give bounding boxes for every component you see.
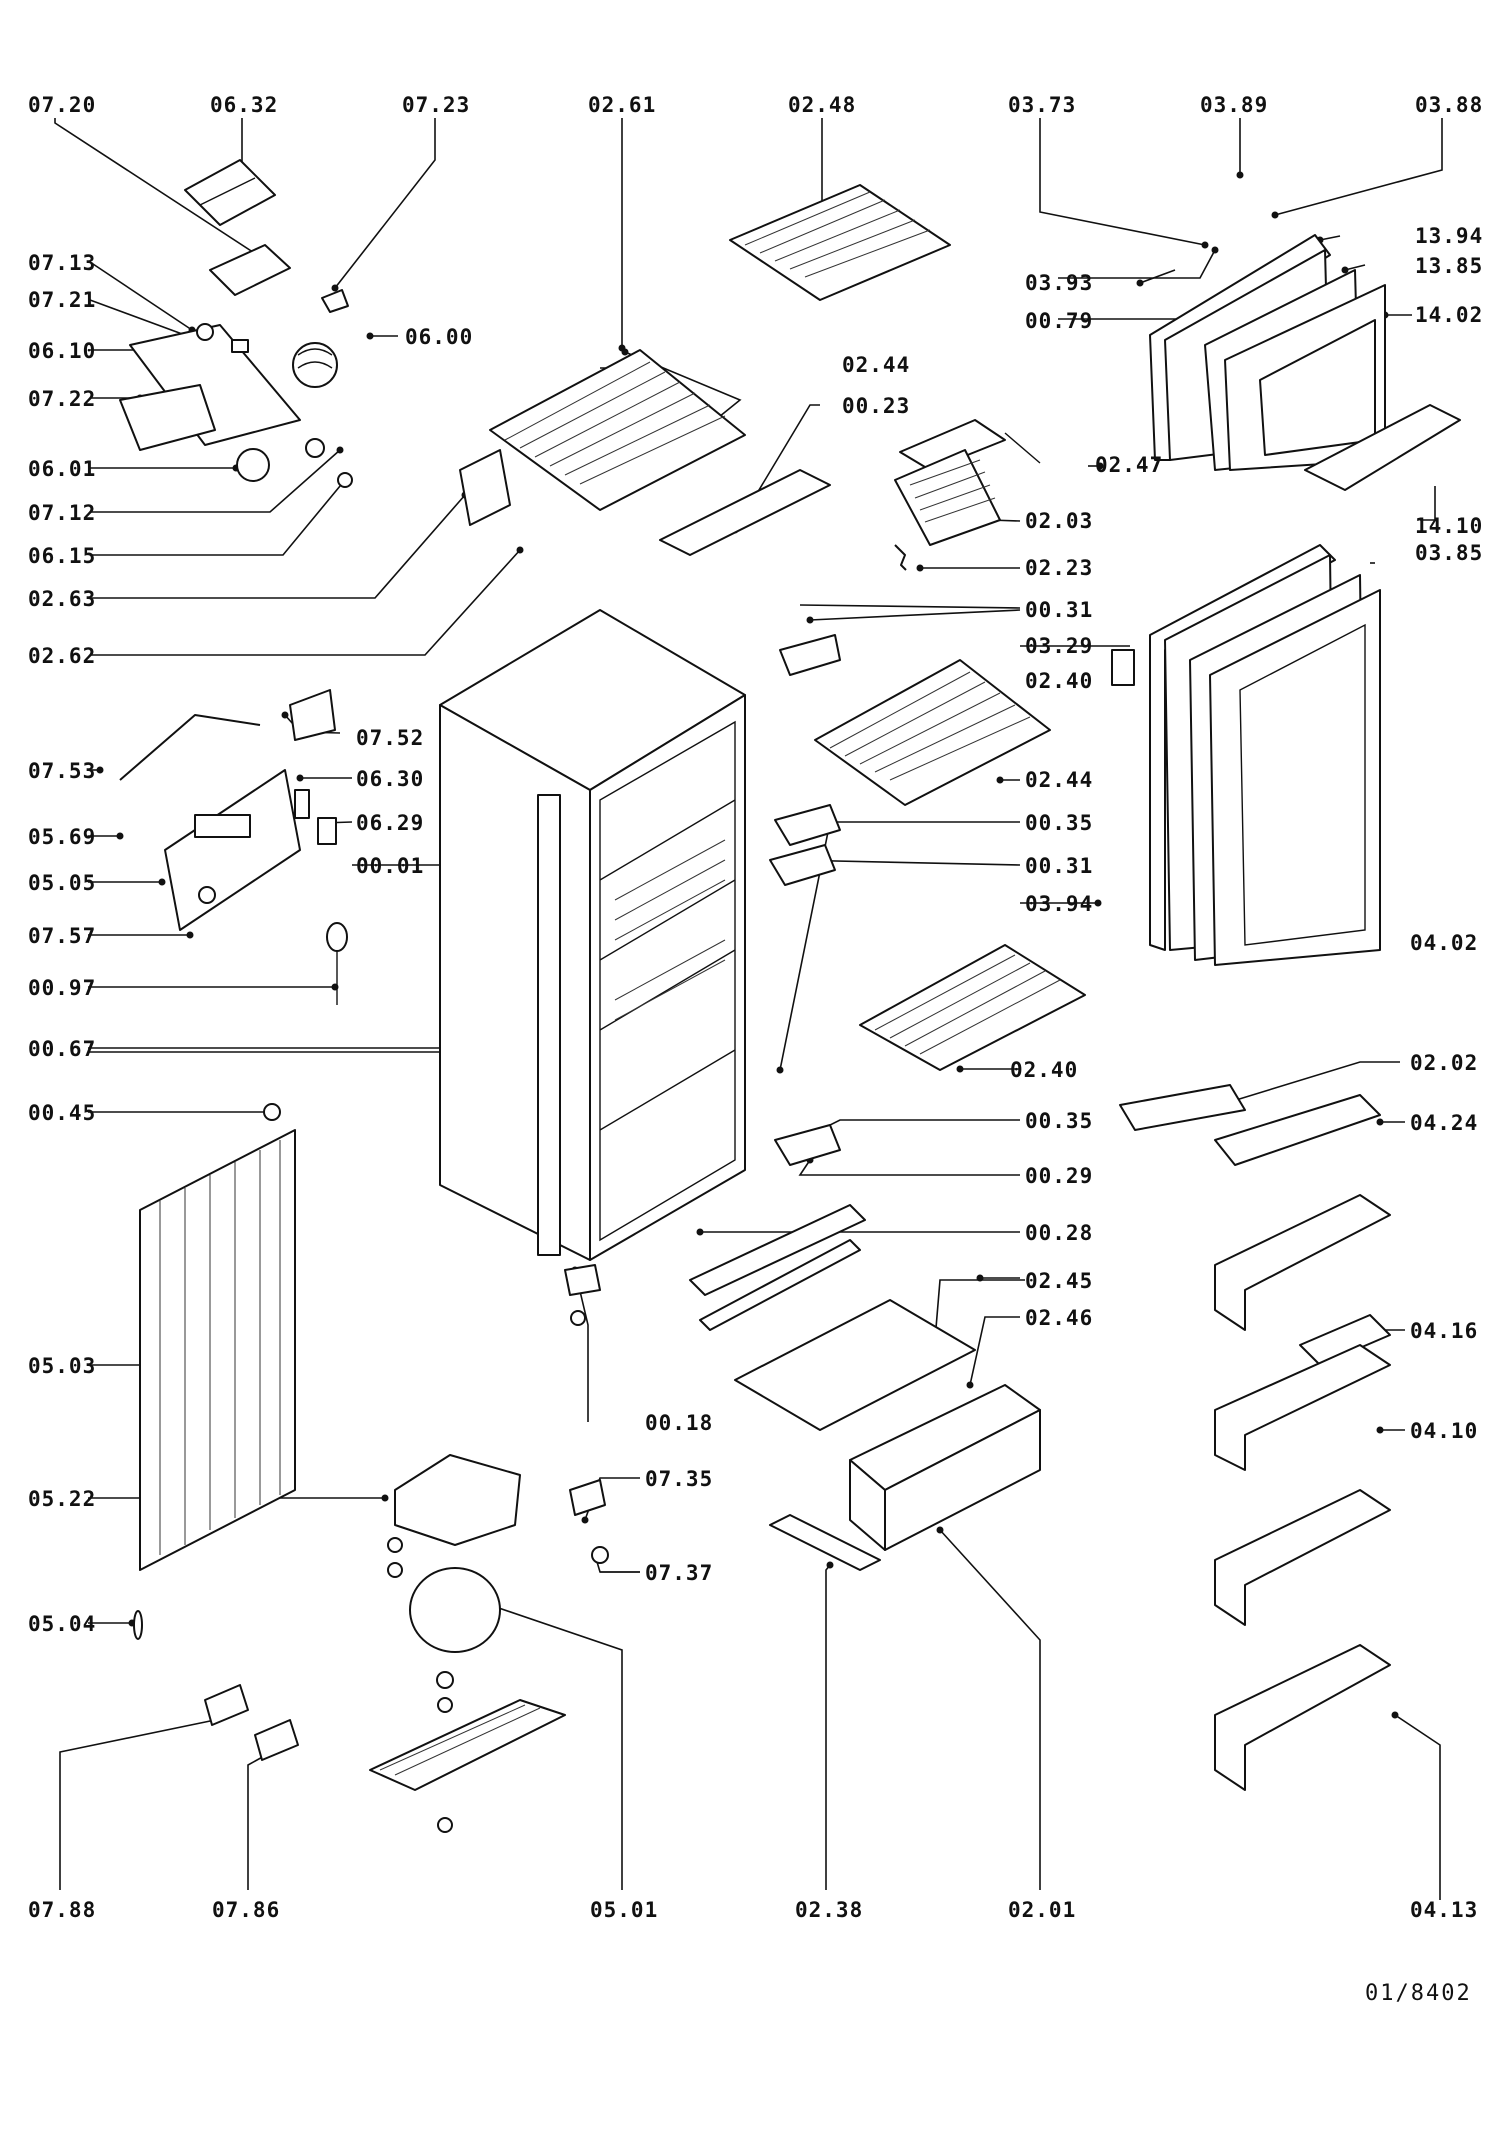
- label-05-01: 05.01: [590, 1898, 658, 1922]
- label-06-01: 06.01: [28, 457, 96, 481]
- label-07-20: 07.20: [28, 93, 96, 117]
- label-03-85: 03.85: [1415, 541, 1483, 565]
- part-freezer-compartment-door: [1111, 544, 1381, 966]
- label-02-38: 02.38: [795, 1898, 863, 1922]
- label-04-13: 04.13: [1410, 1898, 1478, 1922]
- label-14-10: 14.10: [1415, 514, 1483, 538]
- part-wire-shelves-center: [814, 659, 1086, 1071]
- label-07-23: 07.23: [402, 93, 470, 117]
- label-02-44-top: 02.44: [842, 353, 910, 377]
- label-00-18: 00.18: [645, 1411, 713, 1435]
- label-07-12: 07.12: [28, 501, 96, 525]
- label-02-63: 02.63: [28, 587, 96, 611]
- label-00-31-b: 00.31: [1025, 854, 1093, 878]
- label-02-02: 02.02: [1410, 1051, 1478, 1075]
- label-07-52: 07.52: [356, 726, 424, 750]
- label-05-05: 05.05: [28, 871, 96, 895]
- label-00-31-a: 00.31: [1025, 598, 1093, 622]
- part-condenser: [133, 1129, 296, 1640]
- label-06-00: 06.00: [405, 325, 473, 349]
- label-05-04: 05.04: [28, 1612, 96, 1636]
- label-00-29: 00.29: [1025, 1164, 1093, 1188]
- label-05-69: 05.69: [28, 825, 96, 849]
- label-03-94: 03.94: [1025, 892, 1093, 916]
- label-07-13: 07.13: [28, 251, 96, 275]
- label-07-53: 07.53: [28, 759, 96, 783]
- label-04-16: 04.16: [1410, 1319, 1478, 1343]
- callout-labels: 07.20 06.32 07.23 02.61 02.48 03.73 03.8…: [28, 93, 1483, 2006]
- label-00-45: 00.45: [28, 1101, 96, 1125]
- label-02-45: 02.45: [1025, 1269, 1093, 1293]
- label-02-47: 02.47: [1095, 453, 1163, 477]
- label-00-01: 00.01: [356, 854, 424, 878]
- label-03-73: 03.73: [1008, 93, 1076, 117]
- part-door-shelves-right: [1119, 1084, 1391, 1791]
- label-04-24: 04.24: [1410, 1111, 1478, 1135]
- drawing-reference: 01/8402: [1365, 1981, 1472, 2006]
- label-03-89: 03.89: [1200, 93, 1268, 117]
- label-02-48: 02.48: [788, 93, 856, 117]
- label-00-79: 00.79: [1025, 309, 1093, 333]
- part-thermostat-housing: [119, 289, 353, 488]
- label-07-88: 07.88: [28, 1898, 96, 1922]
- label-04-10: 04.10: [1410, 1419, 1478, 1443]
- label-00-35-a: 00.35: [1025, 811, 1093, 835]
- label-07-35: 07.35: [645, 1467, 713, 1491]
- label-07-86: 07.86: [212, 1898, 280, 1922]
- label-00-23: 00.23: [842, 394, 910, 418]
- label-06-29: 06.29: [356, 811, 424, 835]
- label-13-94: 13.94: [1415, 224, 1483, 248]
- label-02-40-b: 02.40: [1010, 1058, 1078, 1082]
- label-02-62: 02.62: [28, 644, 96, 668]
- label-06-10: 06.10: [28, 339, 96, 363]
- label-02-40-a: 02.40: [1025, 669, 1093, 693]
- part-compressor-assembly: [204, 1454, 609, 1833]
- label-13-85: 13.85: [1415, 254, 1483, 278]
- label-02-46: 02.46: [1025, 1306, 1093, 1330]
- part-crisper-assembly: [689, 1204, 1041, 1571]
- label-05-03: 05.03: [28, 1354, 96, 1378]
- label-05-22: 05.22: [28, 1487, 96, 1511]
- label-03-29: 03.29: [1025, 634, 1093, 658]
- label-03-93: 03.93: [1025, 271, 1093, 295]
- label-03-88: 03.88: [1415, 93, 1483, 117]
- label-07-37: 07.37: [645, 1561, 713, 1585]
- part-thermostat-panel: [119, 689, 348, 1121]
- label-07-21: 07.21: [28, 288, 96, 312]
- part-evaporator-shelf-top: [459, 184, 951, 556]
- label-02-03: 02.03: [1025, 509, 1093, 533]
- label-07-57: 07.57: [28, 924, 96, 948]
- label-06-32: 06.32: [210, 93, 278, 117]
- label-02-01: 02.01: [1008, 1898, 1076, 1922]
- label-06-30: 06.30: [356, 767, 424, 791]
- part-freezer-door: [899, 234, 1461, 491]
- part-ice-tray-and-small-parts: [769, 449, 1001, 1166]
- label-04-02: 04.02: [1410, 931, 1478, 955]
- label-02-23: 02.23: [1025, 556, 1093, 580]
- label-02-44-mid: 02.44: [1025, 768, 1093, 792]
- label-06-15: 06.15: [28, 544, 96, 568]
- label-00-28: 00.28: [1025, 1221, 1093, 1245]
- label-02-61: 02.61: [588, 93, 656, 117]
- label-00-35-b: 00.35: [1025, 1109, 1093, 1133]
- label-14-02: 14.02: [1415, 303, 1483, 327]
- part-control-bracket-top: [184, 159, 291, 296]
- label-00-67: 00.67: [28, 1037, 96, 1061]
- label-07-22: 07.22: [28, 387, 96, 411]
- label-00-97: 00.97: [28, 976, 96, 1000]
- part-cabinet-body: [439, 609, 746, 1326]
